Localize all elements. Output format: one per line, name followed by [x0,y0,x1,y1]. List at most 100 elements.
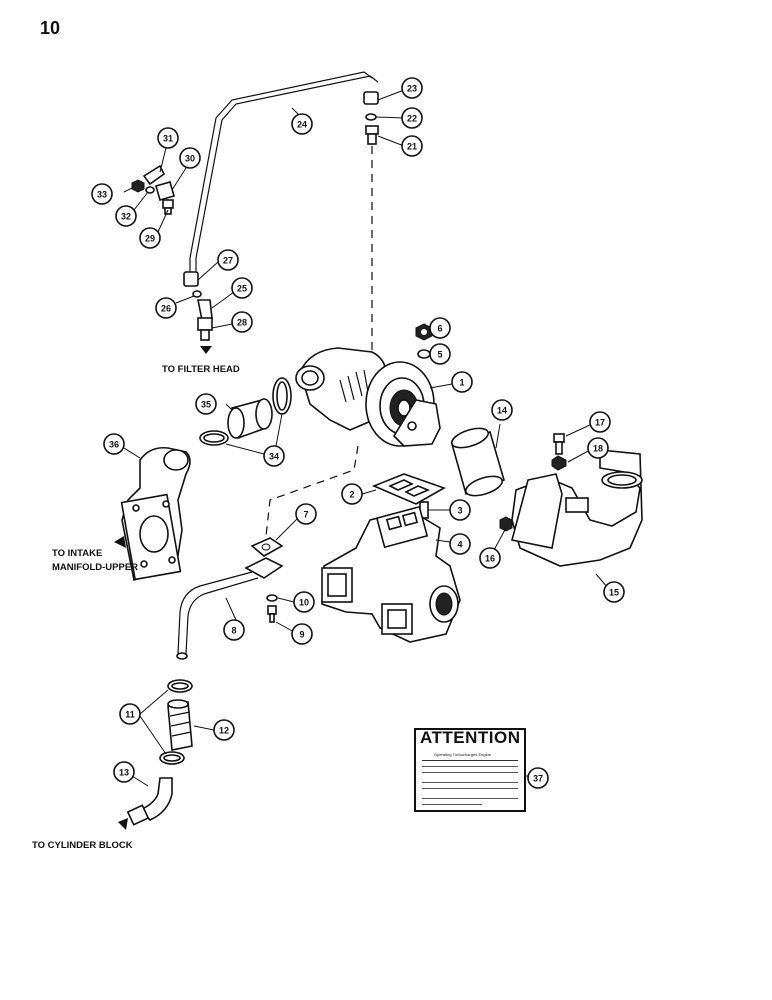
callout-33: 33 [91,183,113,205]
clamp-34-lower [199,430,229,446]
fitting-23 [363,91,379,105]
callout-1: 1 [451,371,473,393]
exhaust-elbow-15 [511,449,643,567]
callout-15: 15 [603,581,625,603]
svg-text:18: 18 [593,444,603,454]
arrow-cylinder-block [118,818,128,830]
hose-35 [227,398,273,440]
callout-7: 7 [295,503,317,525]
nut-33 [131,179,145,193]
callout-23: 23 [401,77,423,99]
gasket-2 [371,473,446,505]
svg-text:14: 14 [497,406,507,416]
bolt-29 [162,199,174,215]
callout-18: 18 [587,437,609,459]
svg-text:37: 37 [533,774,543,784]
decal-text-line [422,760,518,763]
decal-text-line [422,782,518,785]
svg-text:24: 24 [297,120,307,130]
gasket-7 [250,537,284,557]
svg-text:27: 27 [223,256,233,266]
callouts: 1 2 3 4 5 6 7 8 9 10 11 12 13 14 15 16 1… [91,77,625,789]
washer-18 [551,455,567,471]
callout-2: 2 [341,483,363,505]
attention-subtitle: Operating Turbocharged Engine [434,752,491,757]
svg-text:3: 3 [457,506,462,516]
svg-text:26: 26 [161,304,171,314]
oil-supply-line [189,71,379,272]
intake-elbow-36 [120,446,191,582]
callout-14: 14 [491,399,513,421]
assembly-line-drain [265,445,359,537]
exhaust-manifold-4 [321,505,461,643]
label-to-cylinder-block: TO CYLINDER BLOCK [32,840,133,851]
attention-decal: Operating Turbocharged Engine [414,728,526,812]
callout-35: 35 [195,393,217,415]
svg-text:16: 16 [485,554,495,564]
clamp-11-lower [159,751,185,765]
callout-31: 31 [157,127,179,149]
svg-text:6: 6 [437,324,442,334]
label-to-intake-line1: TO INTAKE [52,548,102,559]
callout-21: 21 [401,135,423,157]
svg-text:29: 29 [145,234,155,244]
svg-text:2: 2 [349,490,354,500]
attention-title: ATTENTION [420,728,521,747]
svg-text:5: 5 [437,350,442,360]
arrow-filter-head [200,346,212,354]
svg-text:34: 34 [269,452,279,462]
nut-16 [499,516,513,532]
svg-text:17: 17 [595,418,605,428]
elbow-fitting-13 [126,777,173,826]
svg-text:7: 7 [303,510,308,520]
callout-5: 5 [429,343,451,365]
label-to-filter-head: TO FILTER HEAD [162,364,240,375]
hose-14 [450,427,505,497]
svg-text:13: 13 [119,768,129,778]
callout-26: 26 [155,297,177,319]
clip-30 [155,181,175,201]
decal-text-line [422,804,482,807]
svg-text:9: 9 [299,630,304,640]
callout-30: 30 [179,147,201,169]
callout-11: 11 [119,703,141,725]
bolt-9 [267,605,277,623]
svg-text:11: 11 [125,710,135,720]
connector-21 [365,125,379,145]
decal-text-line [422,798,518,801]
callout-16: 16 [479,547,501,569]
callout-4: 4 [449,533,471,555]
fitting-27 [183,271,199,287]
callout-3: 3 [449,499,471,521]
svg-text:28: 28 [237,318,247,328]
svg-text:22: 22 [407,114,417,124]
connector-28 [197,317,213,341]
callout-12: 12 [213,719,235,741]
washer-5 [417,349,431,359]
clamp-34-upper [272,377,292,415]
decal-text-line [422,788,518,791]
svg-text:33: 33 [97,190,107,200]
washer-22 [365,113,377,121]
callout-27: 27 [217,249,239,271]
svg-text:30: 30 [185,154,195,164]
svg-text:25: 25 [237,284,247,294]
svg-text:10: 10 [299,598,309,608]
svg-text:4: 4 [457,540,462,550]
washer-32 [145,186,155,194]
clamp-11-upper [167,679,193,693]
svg-text:12: 12 [219,726,229,736]
callout-32: 32 [115,205,137,227]
leader-lines [123,89,609,787]
callout-13: 13 [113,761,135,783]
bracket-31 [142,164,166,186]
callout-25: 25 [231,277,253,299]
arrow-intake [114,536,126,548]
callout-37: 37 [527,767,549,789]
callout-34: 34 [263,445,285,467]
page-number: 10 [40,18,61,38]
bolt-17 [553,433,565,455]
svg-text:31: 31 [163,134,173,144]
label-to-intake-line2: MANIFOLD-UPPER [52,562,138,573]
